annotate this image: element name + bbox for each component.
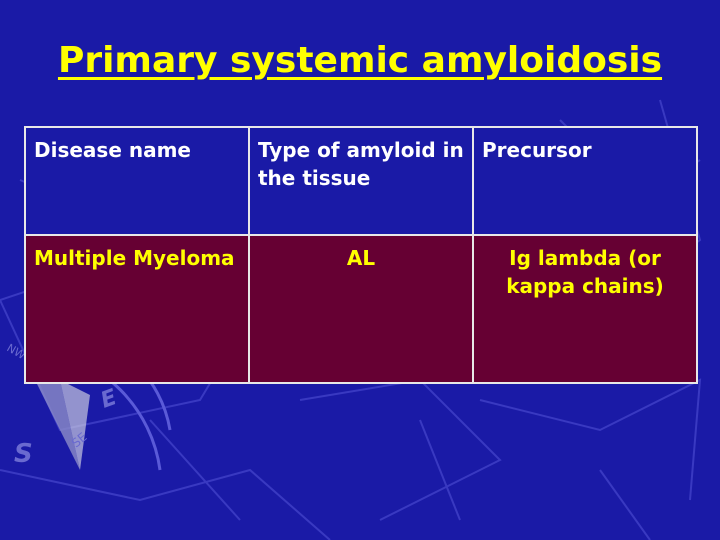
compass-letter-s: S [14,439,33,469]
table-row: Multiple Myeloma AL Ig lambda (or kappa … [24,234,698,384]
compass-letter-e: E [98,385,121,414]
header-precursor: Precursor [472,126,698,236]
header-amyloid-type: Type of amyloid in the tissue [248,126,474,236]
slide-title: Primary systemic amyloidosis [57,40,663,81]
header-disease-name: Disease name [24,126,250,236]
cell-precursor: Ig lambda (or kappa chains) [472,234,698,384]
cell-amyloid-type: AL [248,234,474,384]
cell-disease-name: Multiple Myeloma [24,234,250,384]
table-header-row: Disease name Type of amyloid in the tiss… [24,126,698,236]
amyloidosis-table: Disease name Type of amyloid in the tiss… [24,126,698,384]
